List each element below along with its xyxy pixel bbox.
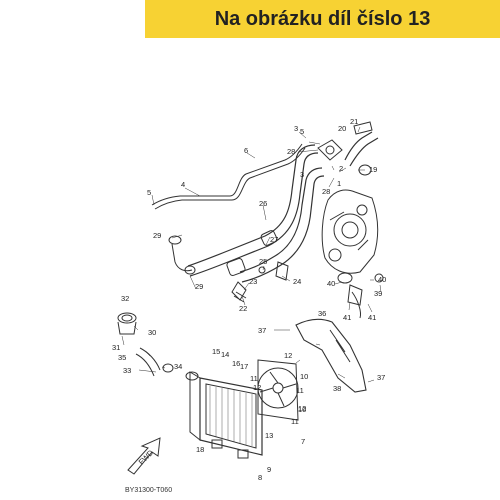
callout-10: 10 — [300, 372, 308, 381]
callout-35: 35 — [118, 353, 126, 362]
hose-part-26 — [187, 144, 319, 277]
callout-37: 37 — [377, 373, 385, 382]
callout-26: 26 — [259, 199, 267, 208]
water-pump — [337, 272, 384, 319]
fwd-label: FWD — [137, 448, 156, 467]
callout-9: 9 — [267, 465, 271, 474]
small-hose — [135, 347, 174, 377]
callout-18: 18 — [196, 445, 204, 454]
callout-3: 3 — [294, 124, 298, 133]
callout-5: 5 — [147, 188, 151, 197]
callout-41: 41 — [343, 313, 351, 322]
callout-11: 11 — [291, 417, 299, 426]
title-banner: Na obrázku díl číslo 13 — [145, 0, 500, 38]
callout-11: 11 — [296, 386, 304, 395]
callout-34: 34 — [174, 362, 182, 371]
callout-29: 29 — [195, 282, 203, 291]
callout-28: 28 — [287, 147, 295, 156]
radiator-cover — [295, 318, 367, 393]
callout-6: 6 — [244, 146, 248, 155]
callout-12: 12 — [298, 404, 306, 413]
hose-part-27 — [226, 167, 325, 283]
callout-1: 1 — [337, 179, 341, 188]
callout-7: 7 — [301, 437, 305, 446]
callout-24: 24 — [293, 277, 301, 286]
callout-40: 40 — [327, 279, 335, 288]
callout-32: 32 — [121, 294, 129, 303]
callout-23: 23 — [249, 277, 257, 286]
callout-17: 17 — [240, 362, 248, 371]
engine-crankcase — [321, 189, 379, 274]
callout-36: 36 — [318, 309, 326, 318]
radiator-fan — [257, 359, 299, 421]
callout-25: 25 — [259, 257, 267, 266]
callout-29: 29 — [153, 231, 161, 240]
callout-4: 4 — [181, 180, 185, 189]
callout-37: 37 — [258, 326, 266, 335]
callout-5: 5 — [300, 127, 304, 136]
callout-30: 30 — [148, 328, 156, 337]
reservoir-cap — [117, 312, 137, 335]
callout-22: 22 — [239, 304, 247, 313]
forward-arrow: FWD — [127, 437, 161, 475]
callout-12: 12 — [253, 383, 261, 392]
callout-2: 2 — [339, 164, 343, 173]
callout-28: 28 — [322, 187, 330, 196]
callout-15: 15 — [212, 347, 220, 356]
callout-21: 21 — [350, 117, 358, 126]
callout-39: 39 — [374, 289, 382, 298]
callout-19: 19 — [369, 165, 377, 174]
radiator — [185, 371, 263, 459]
callout-40: 40 — [378, 275, 386, 284]
hose-part-4 — [151, 143, 306, 210]
callout-14: 14 — [221, 350, 229, 359]
drawing-code: BY31300-T060 — [125, 487, 173, 494]
hose-clamps — [231, 261, 289, 303]
callout-8: 8 — [258, 473, 262, 482]
callout-12: 12 — [284, 351, 292, 360]
callout-numbers: 1 2 3 3 4 5 5 6 7 8 9 10 10 11 11 11 12 … — [112, 117, 386, 482]
callout-33: 33 — [123, 366, 131, 375]
callout-10: 10 — [298, 405, 306, 414]
callout-16: 16 — [232, 359, 240, 368]
callout-20: 20 — [338, 124, 346, 133]
thermostat-housing — [317, 121, 379, 176]
callout-27: 27 — [270, 235, 278, 244]
callout-41: 41 — [368, 313, 376, 322]
callout-13: 13 — [265, 431, 273, 440]
callout-11: 11 — [250, 374, 258, 383]
banner-title: Na obrázku díl číslo 13 — [214, 8, 431, 30]
leader-lines — [121, 126, 382, 383]
callout-38: 38 — [333, 384, 341, 393]
callout-31: 31 — [112, 343, 120, 352]
callout-3: 3 — [300, 170, 304, 179]
hose-part-29 — [168, 235, 196, 275]
